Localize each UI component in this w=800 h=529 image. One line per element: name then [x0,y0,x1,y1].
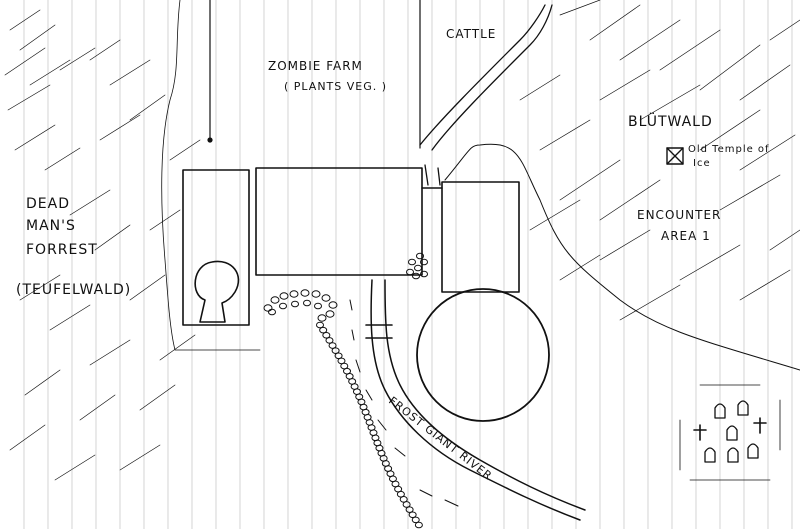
zombie-farm-building [255,167,423,276]
boulder [317,314,327,322]
temple-icon [666,147,684,165]
boulder [311,290,321,298]
label-river: FROST GIANT RIVER [386,394,495,483]
tombstone-icon [714,403,726,419]
boulder [291,300,299,308]
label-temple-line2: Ice [693,158,711,169]
label-dead-line1: DEAD [26,196,70,212]
graveyard [693,400,767,463]
tombstone-icon [726,425,738,441]
rock-wall [263,289,423,529]
boulder [408,258,416,266]
rock-pile-icon [406,252,428,280]
tree-icon [194,260,240,323]
fence-posts [207,0,421,149]
label-cattle: CATTLE [446,27,496,41]
tombstone-icon [737,400,749,416]
boulder [289,290,299,298]
building-right [421,181,520,293]
boulder [406,268,414,276]
forest-border-left [161,0,261,351]
tombstone-icon [704,447,716,463]
boulder [279,292,289,300]
boulder [314,302,322,310]
label-zombie-farm: ZOMBIE FARM [268,59,363,73]
label-dead-line3: FORREST [26,242,98,258]
cattle-road [419,4,553,186]
label-temple-line1: Old Temple of [688,144,770,155]
tombstone-icon [727,447,739,463]
river-dashes [349,299,459,507]
building-left [182,169,250,326]
boulder [279,302,287,310]
bridge-icon [365,324,393,339]
pond-icon [416,288,550,422]
ruled-lines [23,0,793,529]
label-encounter-line1: ENCOUNTER [637,208,721,222]
boulder [270,296,280,304]
boulder [414,521,423,529]
forest-border-right [444,143,800,371]
boulder [420,270,428,278]
tombstone-icon [747,443,759,459]
cross-grave-icon [753,417,767,434]
boulder [325,310,335,318]
boulder [412,272,420,280]
label-teufelwald: (TEUFELWALD) [16,282,131,298]
boulder [316,321,324,329]
boulder [263,304,273,312]
forest-hatching-right [519,0,800,321]
label-zombie-farm-note: ( PLANTS VEG. ) [284,80,387,93]
forest-hatching-left [4,9,201,481]
boulder [414,264,422,272]
label-blutwald: BLÜTWALD [628,112,713,130]
label-encounter-line2: AREA 1 [661,229,711,243]
boulder [268,308,276,316]
cross-grave-icon [693,424,707,441]
boulder [420,258,428,266]
graveyard-border [679,384,781,481]
boulder [303,299,311,307]
boulder [416,252,424,260]
label-dead-line2: MAN'S [26,218,76,234]
boulder [321,294,331,302]
boulder [300,289,310,297]
boulder [328,301,338,309]
